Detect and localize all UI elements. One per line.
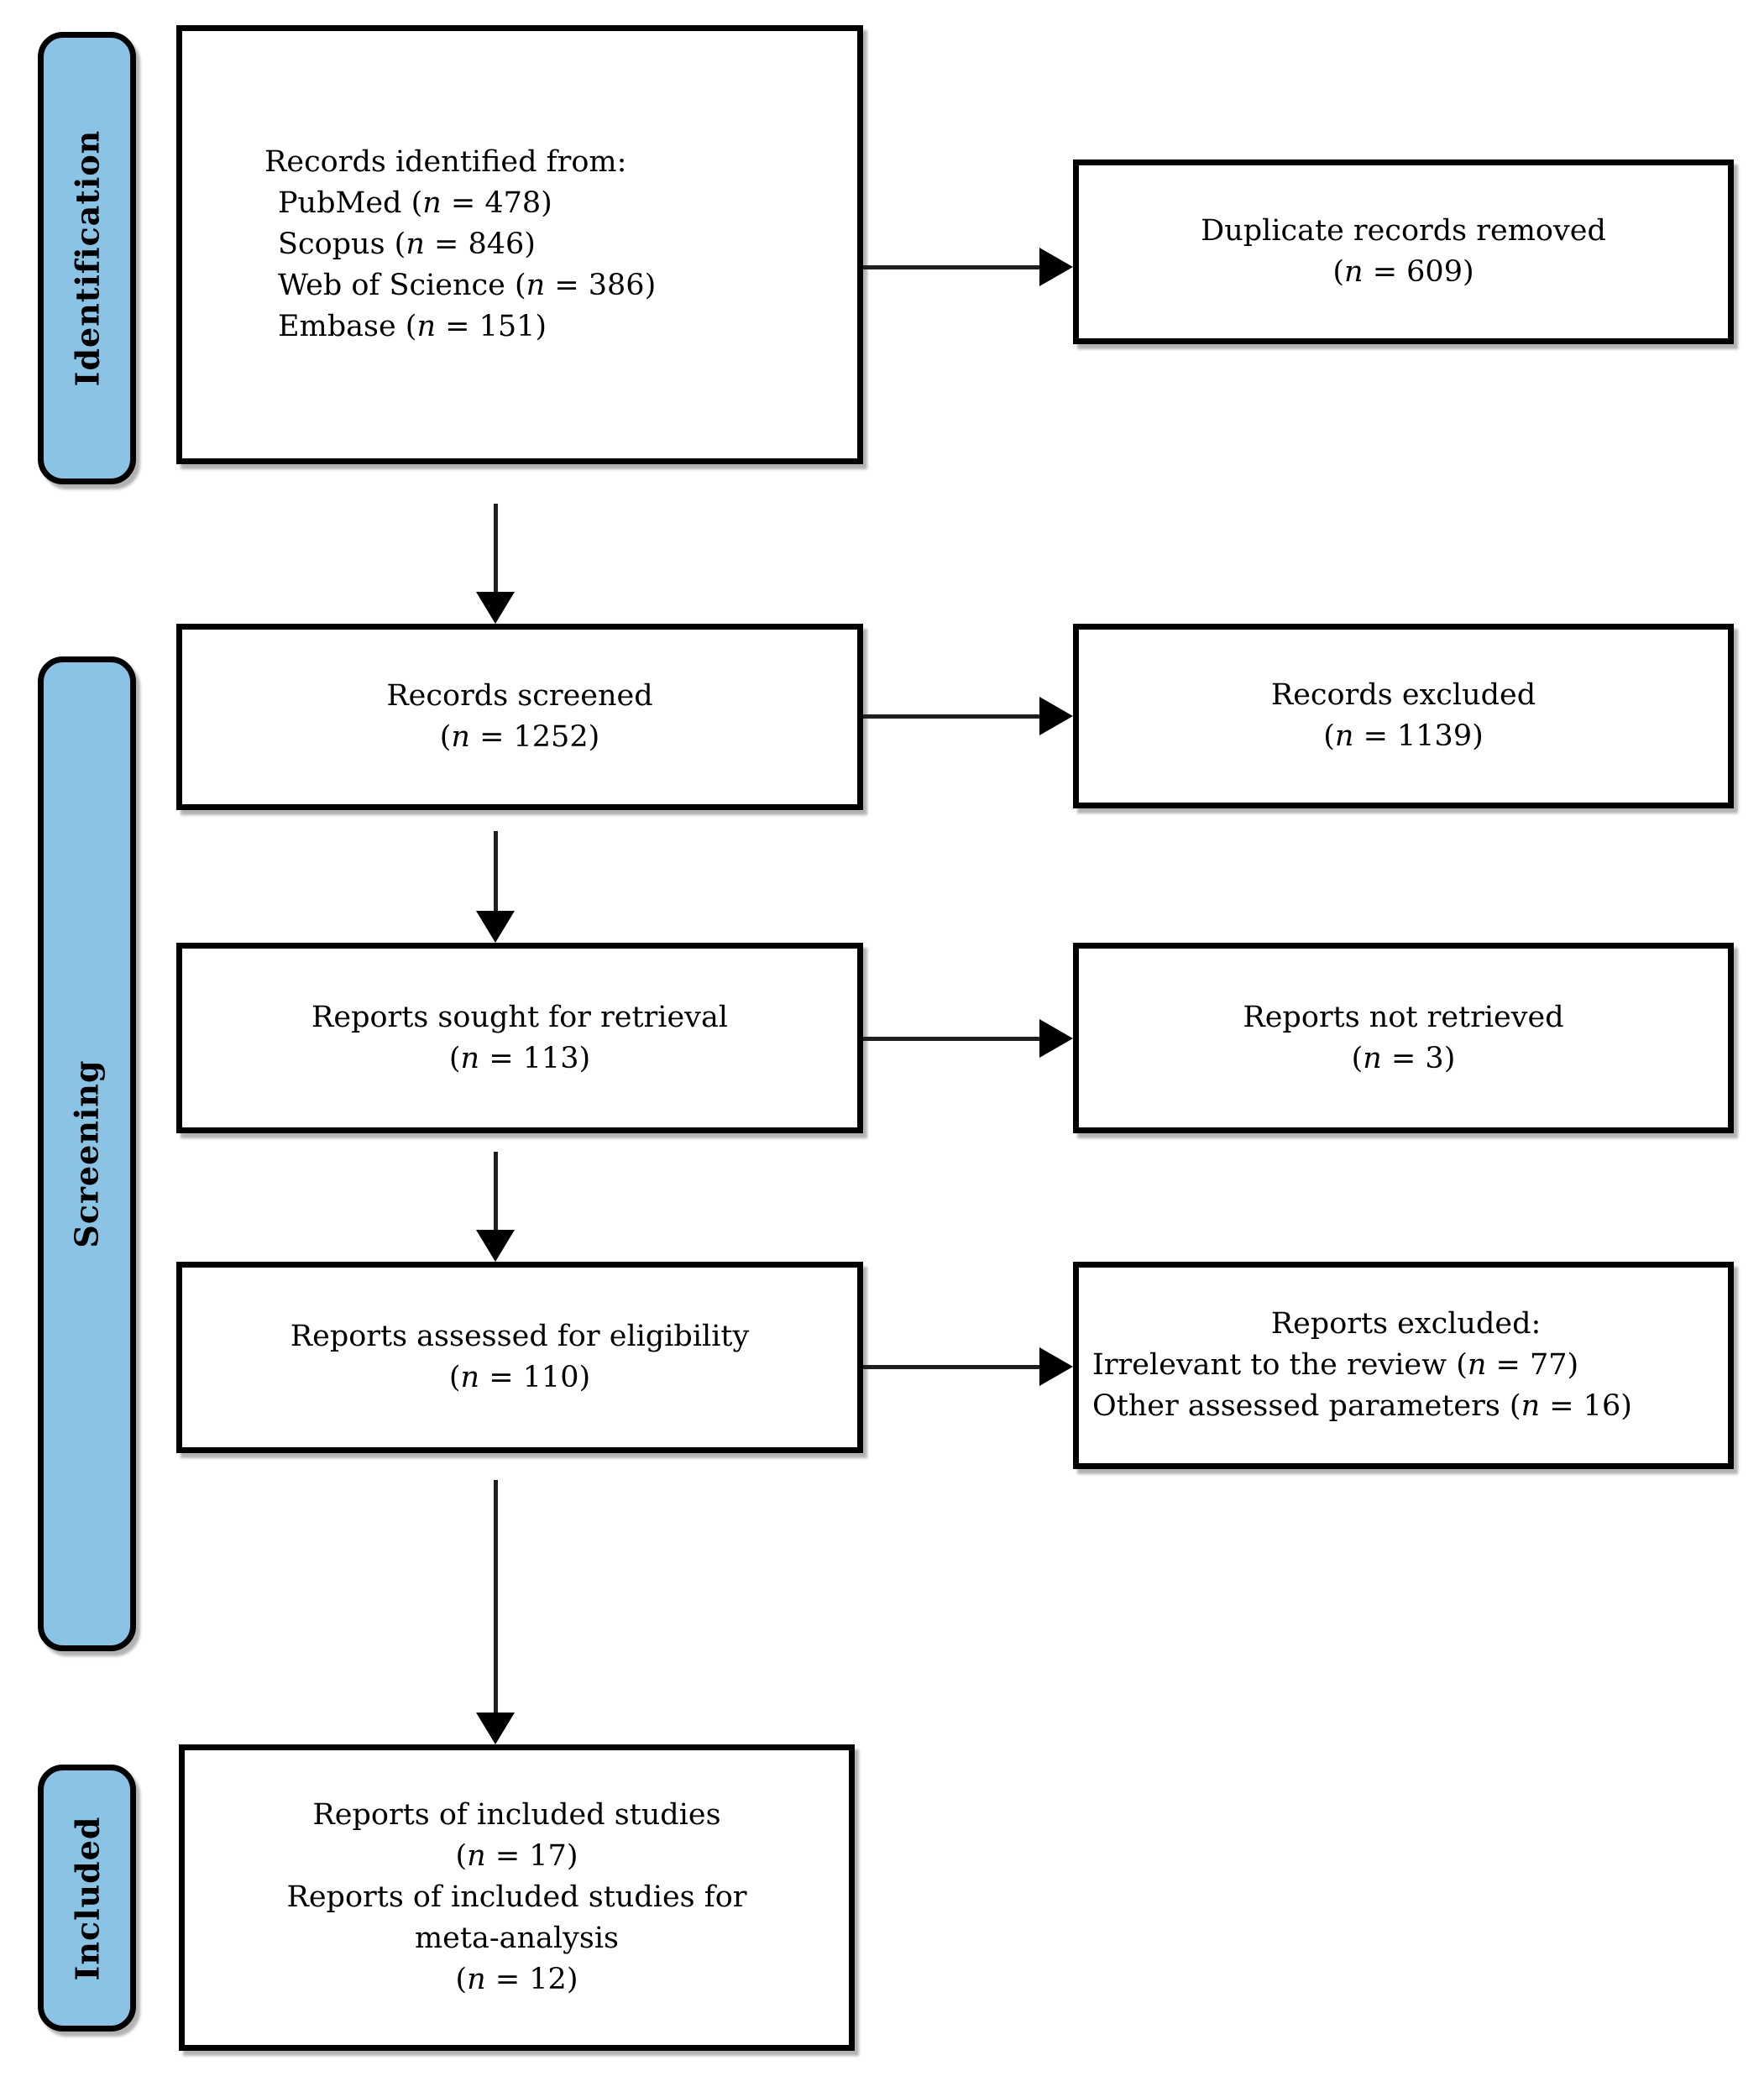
arrow-head-right-icon — [1039, 697, 1073, 735]
arrow-screened-to-excluded — [863, 696, 1073, 736]
box-reports-excluded: Reports excluded: Irrelevant to the revi… — [1073, 1262, 1734, 1469]
arrow-stem — [863, 1036, 1041, 1041]
box-line: Records identified from: — [264, 145, 627, 179]
stage-bar-identification: Identification — [38, 32, 136, 484]
arrow-head-down-icon — [476, 1713, 515, 1744]
stage-label-screening: Screening — [68, 1059, 106, 1248]
box-line: Duplicate records removed — [1201, 214, 1606, 248]
arrow-screened-to-sought — [475, 831, 516, 943]
box-line: Web of Science (n = 386) — [278, 269, 657, 302]
box-line: Reports assessed for eligibility — [290, 1320, 750, 1353]
box-line: PubMed (n = 478) — [278, 186, 552, 220]
box-reports-assessed: Reports assessed for eligibility (n = 11… — [176, 1262, 863, 1453]
arrow-assessed-to-repexcluded — [863, 1347, 1073, 1387]
box-line: Records excluded — [1270, 678, 1536, 712]
arrow-stem — [493, 831, 498, 911]
arrow-stem — [863, 714, 1041, 719]
box-line: (n = 12) — [455, 1963, 578, 1996]
box-line: (n = 1139) — [1323, 719, 1484, 753]
box-records-screened: Records screened (n = 1252) — [176, 624, 863, 810]
box-line: (n = 113) — [448, 1041, 591, 1075]
arrow-sought-to-notretrieved — [863, 1018, 1073, 1059]
box-line: Scopus (n = 846) — [278, 227, 536, 261]
stage-bar-included: Included — [38, 1765, 136, 2032]
box-line: Reports excluded: — [1270, 1307, 1542, 1341]
arrow-stem — [493, 504, 498, 592]
arrow-head-right-icon — [1039, 1347, 1073, 1386]
box-line: Reports sought for retrieval — [311, 1000, 728, 1034]
arrow-head-down-icon — [476, 1230, 515, 1262]
box-line: Reports of included studies for — [286, 1880, 747, 1914]
box-line: Reports not retrieved — [1243, 1000, 1564, 1034]
box-reports-sought: Reports sought for retrieval (n = 113) — [176, 943, 863, 1133]
box-line: Embase (n = 151) — [278, 310, 547, 343]
arrow-head-right-icon — [1039, 1019, 1073, 1058]
arrow-stem — [493, 1480, 498, 1713]
stage-label-identification: Identification — [68, 129, 106, 387]
arrow-head-right-icon — [1039, 248, 1073, 286]
box-line: meta-analysis — [414, 1922, 620, 1955]
box-line: Records screened — [386, 679, 653, 713]
arrow-identified-to-duplicates — [863, 247, 1073, 287]
box-records-excluded: Records excluded (n = 1139) — [1073, 624, 1734, 808]
box-records-identified: Records identified from: PubMed (n = 478… — [176, 25, 863, 464]
box-line: (n = 17) — [455, 1839, 578, 1873]
arrow-head-down-icon — [476, 592, 515, 624]
stage-label-included: Included — [68, 1816, 107, 1980]
arrow-stem — [863, 264, 1041, 269]
box-line: (n = 3) — [1351, 1041, 1456, 1075]
box-reports-not-retrieved: Reports not retrieved (n = 3) — [1073, 943, 1734, 1133]
box-line: (n = 1252) — [439, 720, 600, 754]
arrow-identified-to-screened — [475, 504, 516, 624]
box-line: Reports of included studies — [312, 1798, 721, 1832]
arrow-sought-to-assessed — [475, 1152, 516, 1262]
box-line: (n = 110) — [448, 1361, 591, 1394]
box-line: Irrelevant to the review (n = 77) — [1092, 1348, 1579, 1382]
box-line: Other assessed parameters (n = 16) — [1092, 1389, 1632, 1423]
arrow-head-down-icon — [476, 911, 515, 943]
stage-bar-screening: Screening — [38, 656, 136, 1651]
arrow-assessed-to-included — [475, 1480, 516, 1744]
arrow-stem — [863, 1364, 1041, 1369]
arrow-stem — [493, 1152, 498, 1230]
box-duplicate-records-removed: Duplicate records removed (n = 609) — [1073, 159, 1734, 344]
box-line: (n = 609) — [1332, 255, 1474, 289]
box-included-studies: Reports of included studies (n = 17) Rep… — [179, 1744, 855, 2051]
